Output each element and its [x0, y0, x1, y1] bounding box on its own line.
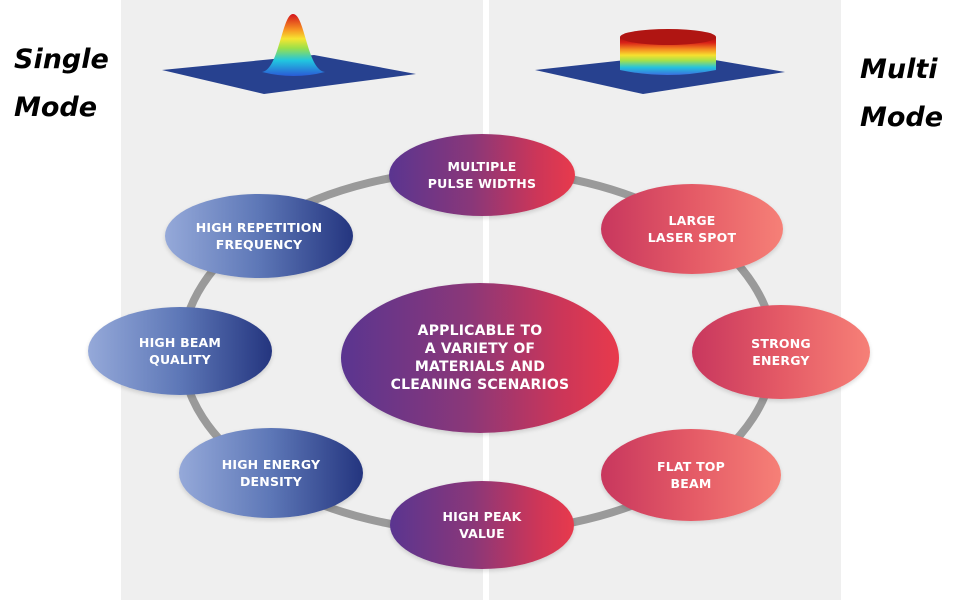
strong-energy-bubble: STRONG ENERGY — [692, 305, 870, 399]
high-repetition-frequency-bubble: HIGH REPETITION FREQUENCY — [165, 194, 353, 278]
single-mode-label: Single Mode — [14, 44, 109, 123]
large-laser-spot-bubble: LARGE LASER SPOT — [601, 184, 783, 274]
multi-mode-label: Multi Mode — [860, 54, 944, 133]
high-beam-quality-bubble: HIGH BEAM QUALITY — [88, 307, 272, 395]
flat-top-beam-profile-icon — [535, 29, 785, 94]
high-energy-density-bubble: HIGH ENERGY DENSITY — [179, 428, 363, 518]
high-peak-value-bubble: HIGH PEAK VALUE — [390, 481, 574, 569]
center-bubble: APPLICABLE TO A VARIETY OF MATERIALS AND… — [341, 283, 619, 433]
gaussian-beam-profile-icon — [162, 14, 416, 94]
flat-top-beam-bubble: FLAT TOP BEAM — [601, 429, 781, 521]
multiple-pulse-widths-bubble: MULTIPLE PULSE WIDTHS — [389, 134, 575, 216]
